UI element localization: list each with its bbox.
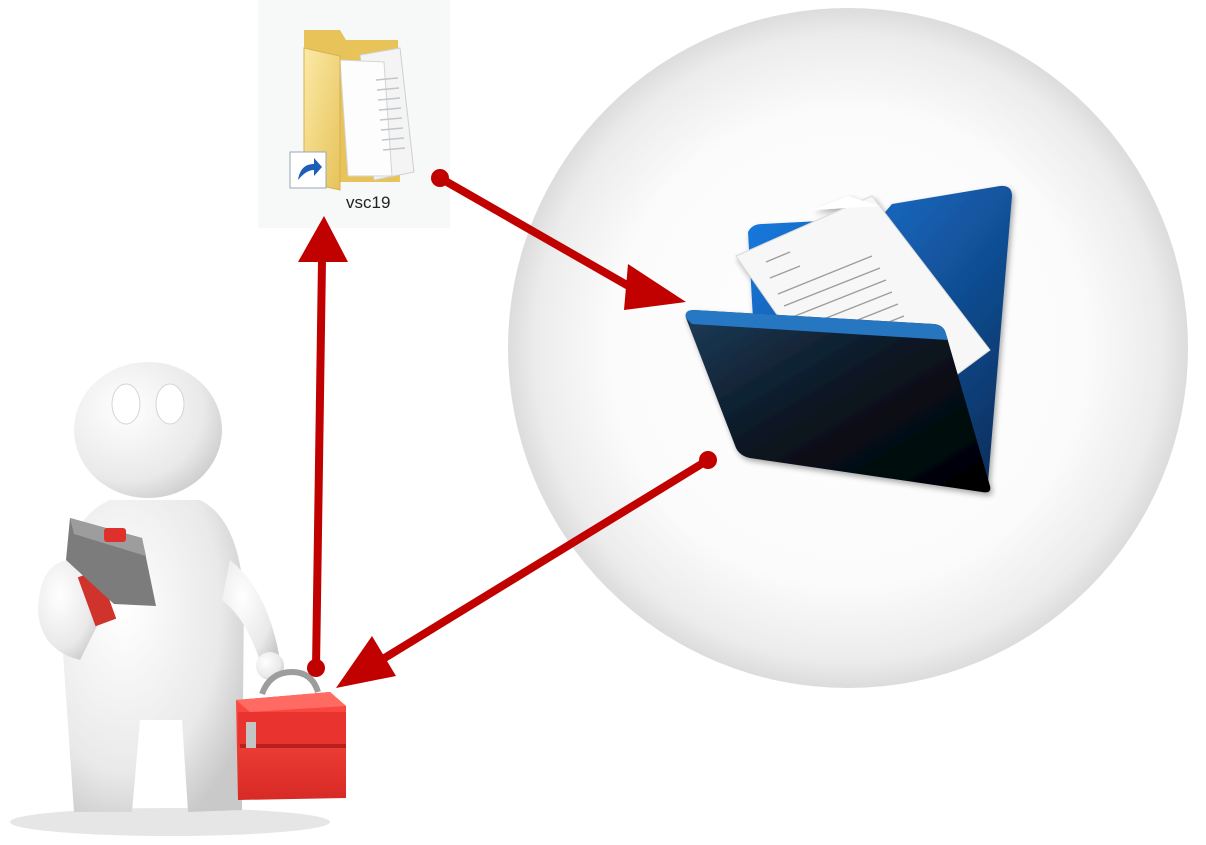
arrow-shortcut-to-folder (431, 169, 686, 310)
arrow-toolbox-to-shortcut (298, 216, 348, 677)
hammer-icon (66, 518, 156, 627)
arrow-folder-to-toolbox (336, 451, 717, 688)
toolbox-icon (236, 668, 346, 800)
repairman-figure (10, 362, 330, 836)
open-document-folder-icon (685, 185, 1012, 493)
shortcut-label: vsc19 (346, 193, 390, 212)
folder-shortcut-icon[interactable] (289, 30, 415, 191)
shortcut-arrow-icon (289, 151, 327, 189)
